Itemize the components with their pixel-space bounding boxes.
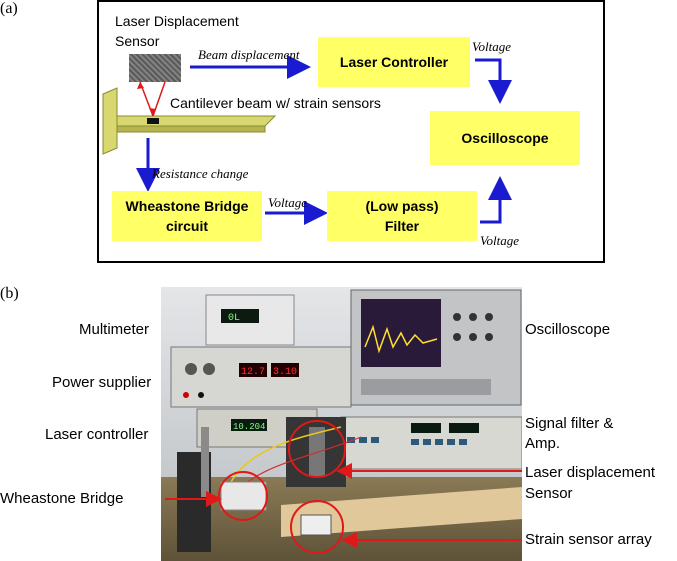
cantilever-beam-drawing [102,81,277,155]
signal-filter-label-line2: Amp. [525,435,561,452]
bridge-label-line2: circuit [165,218,208,234]
oscilloscope-photo-label: Oscilloscope [525,321,611,338]
laser-sensor-label-line1: Laser Displacement [115,13,239,29]
laser-controller-display: 10.204 [233,422,265,432]
multimeter-display: 0L [228,313,240,324]
filter-box: (Low pass) Filter [327,191,477,241]
power-supplier-label: Power supplier [52,374,152,391]
laser-sensor-block [129,54,181,82]
laser-controller-label: Laser Controller [339,54,449,70]
laser-controller-box: Laser Controller [318,37,470,87]
oscilloscope-label: Oscilloscope [461,130,549,146]
wheatstone-bridge-label: Wheastone Bridge [0,490,124,507]
oscilloscope-box: Oscilloscope [430,111,580,165]
wheatstone-bridge-box: Wheastone Bridge circuit [112,191,262,241]
laser-displacement-label-line1: Laser displacement [525,464,656,481]
power-display-1: 12.7 [241,367,265,378]
strain-sensor-array-label: Strain sensor array [525,531,652,548]
filter-label-line1: (Low pass) [365,198,439,214]
beam-displacement-label: Beam displacement [198,47,300,62]
laser-sensor-label-line2: Sensor [115,33,160,49]
block-diagram-arrows [136,55,512,225]
panel-b-label: (b) [0,285,19,302]
panel-a-label: (a) [0,0,18,17]
power-display-2: 3.10 [273,367,297,378]
laser-displacement-label-line2: Sensor [525,485,573,502]
experiment-photo: 0L 12.7 3.10 10.204 [161,287,522,561]
laser-controller-photo-label: Laser controller [45,426,149,443]
filter-label-line2: Filter [384,218,420,234]
multimeter-label: Multimeter [79,321,150,338]
voltage-bottom-label: Voltage [480,233,519,248]
voltage-mid-label: Voltage [268,195,307,210]
bridge-label-line1: Wheastone Bridge [125,198,249,214]
voltage-top-label: Voltage [472,39,511,54]
beam-label: Cantilever beam w/ strain sensors [170,95,381,111]
signal-filter-label-line1: Signal filter & [525,415,614,432]
photo-scene: 0L 12.7 3.10 10.204 [161,287,522,561]
resistance-change-label: Resistance change [152,166,249,181]
